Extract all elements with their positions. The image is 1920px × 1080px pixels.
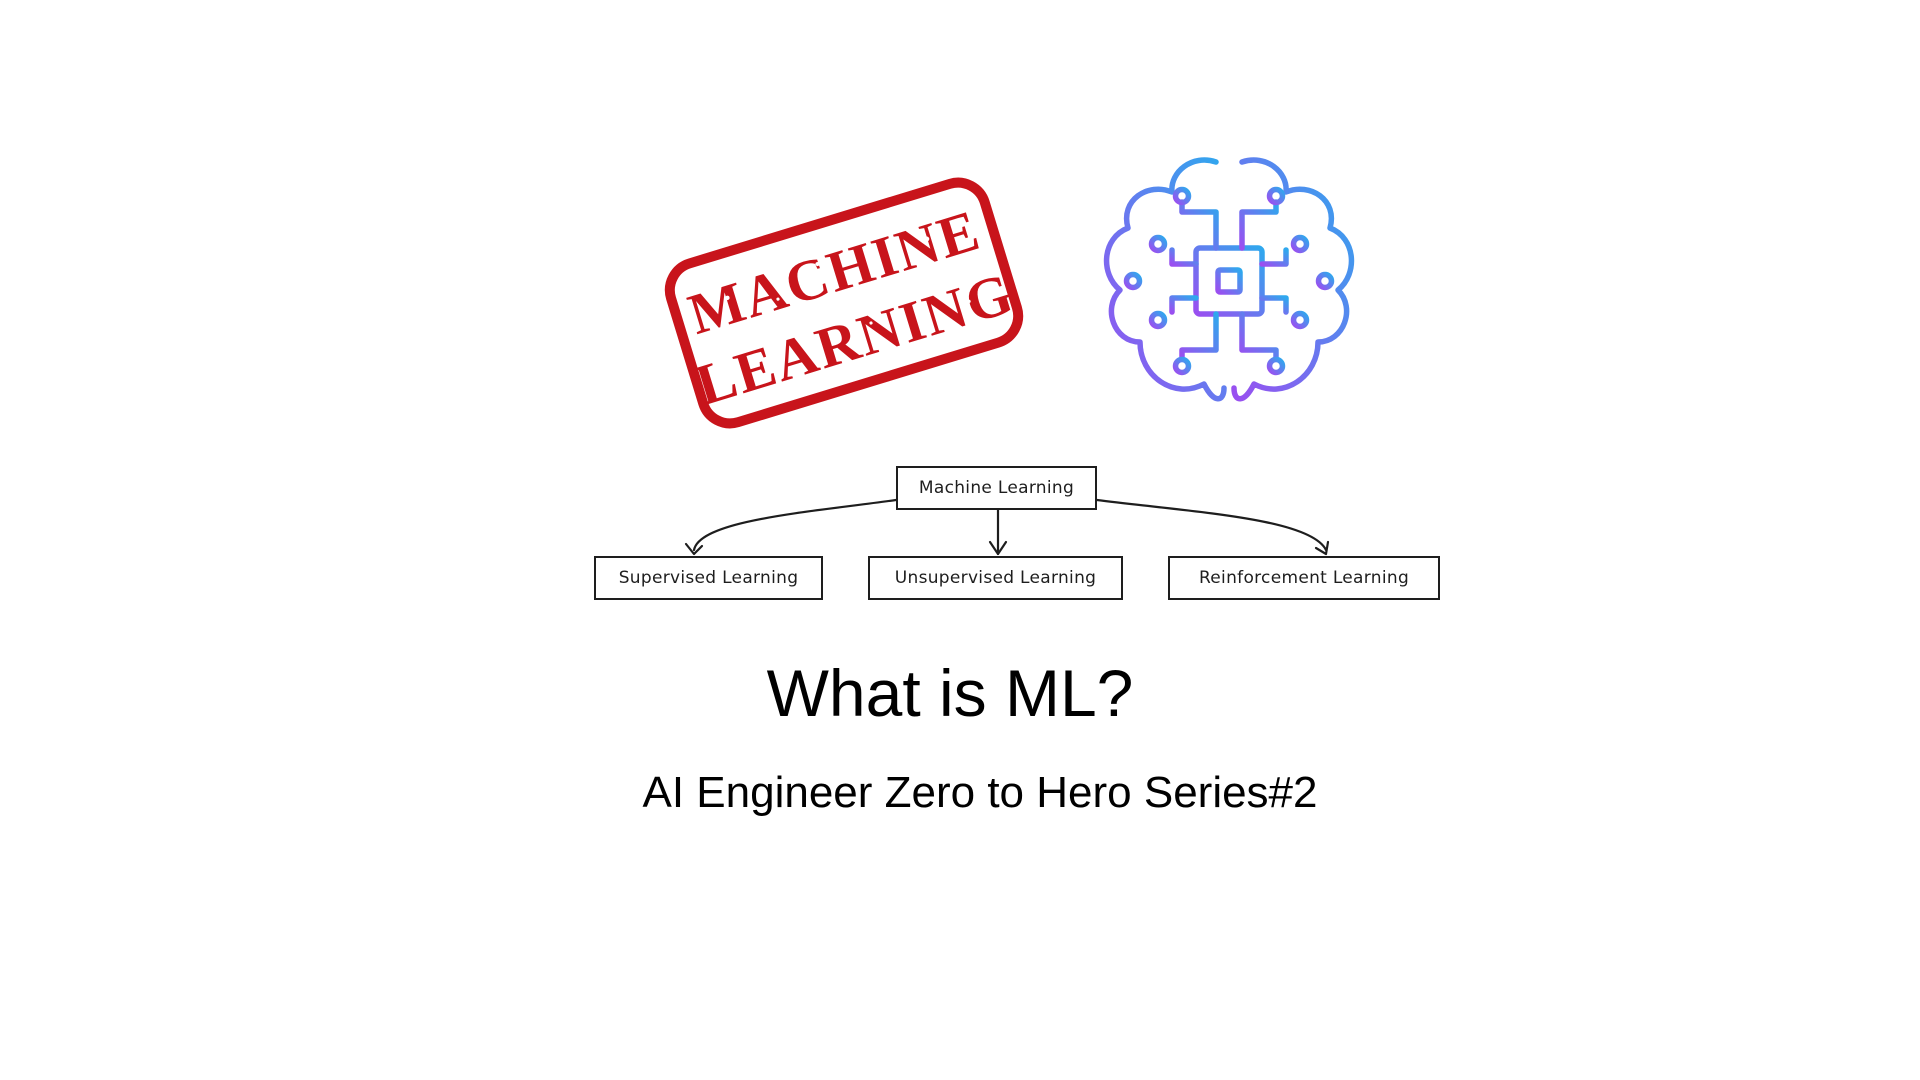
diagram-node-label: Reinforcement Learning xyxy=(1198,568,1410,588)
stamp-border xyxy=(664,177,1024,429)
diagram-connectors xyxy=(684,498,1330,556)
diagram-node-label: Supervised Learning xyxy=(618,568,799,588)
diagram-node-label: Machine Learning xyxy=(918,478,1075,498)
diagram-node-unsupervised: Unsupervised Learning xyxy=(868,556,1123,600)
machine-learning-stamp: MACHINE LEARNING xyxy=(664,177,1024,429)
page-subtitle: AI Engineer Zero to Hero Series#2 xyxy=(642,768,1318,817)
diagram-node-root: Machine Learning xyxy=(896,466,1097,510)
brain-circuit-icon xyxy=(1103,157,1355,402)
diagram-node-supervised: Supervised Learning xyxy=(594,556,823,600)
diagram-node-label: Unsupervised Learning xyxy=(894,568,1097,588)
ml-taxonomy-diagram: Machine Learning Supervised Learning Uns… xyxy=(590,462,1450,606)
arrowhead-reinforcement xyxy=(1314,540,1330,556)
arrow-to-supervised xyxy=(692,498,898,552)
arrowhead-supervised xyxy=(684,542,704,556)
arrow-to-reinforcement xyxy=(1095,498,1328,552)
page-title: What is ML? xyxy=(766,656,1134,730)
diagram-node-reinforcement: Reinforcement Learning xyxy=(1168,556,1440,600)
arrowhead-unsupervised xyxy=(988,540,1008,556)
